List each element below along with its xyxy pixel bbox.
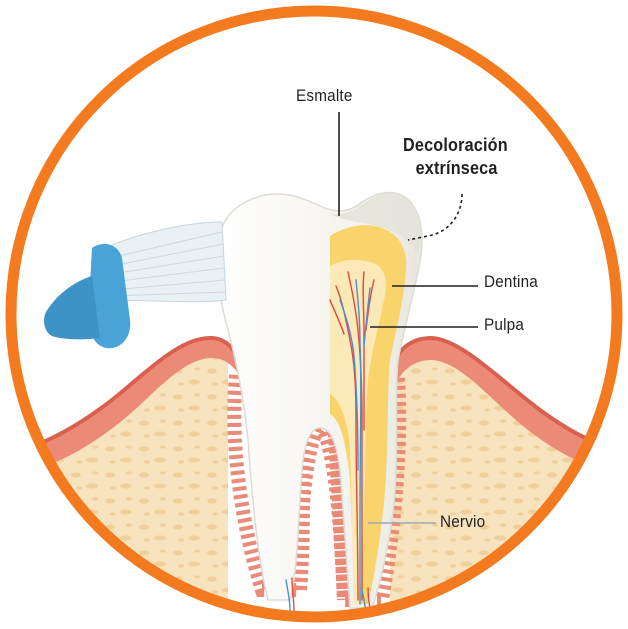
label-decoloracion-line2: extrínseca — [403, 157, 508, 180]
label-esmalte: Esmalte — [296, 86, 353, 106]
label-pulpa: Pulpa — [484, 315, 524, 335]
label-decoloracion-line1: Decoloración — [403, 134, 508, 157]
label-nervio: Nervio — [440, 512, 485, 532]
label-dentina: Dentina — [484, 272, 538, 292]
label-decoloracion-extrinseca: Decoloración extrínseca — [403, 134, 508, 180]
